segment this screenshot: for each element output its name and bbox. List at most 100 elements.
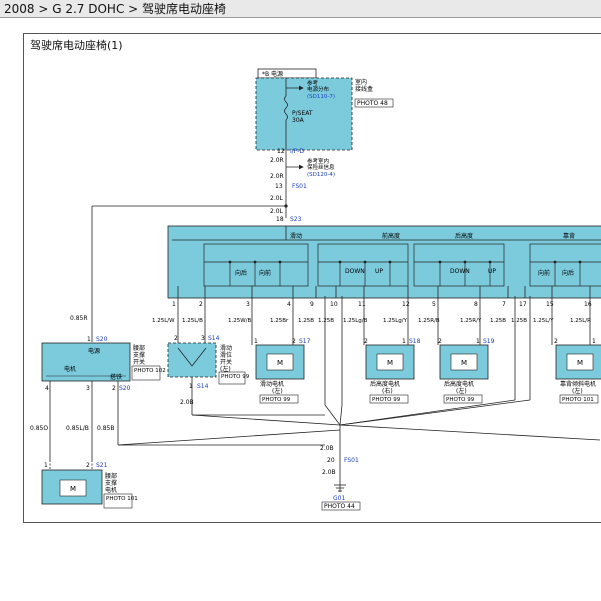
photo-48-box — [354, 98, 394, 108]
label-down-1: DOWN — [345, 268, 365, 275]
module-wire-label: 1.25L/W — [152, 318, 175, 324]
junction-box-label-1: 室内 — [355, 78, 367, 86]
pin-20: 20 — [327, 457, 335, 464]
lumbar-ground-label: 搭铁 — [110, 373, 122, 381]
motor-m-icon: M — [577, 359, 583, 367]
fuse-info-ref-2: 保险丝信息 — [307, 163, 335, 171]
module-pin-11: 11 — [358, 301, 366, 308]
ground-g01[interactable]: G01 — [333, 495, 345, 502]
motor-photo: PHOTO 99 — [262, 397, 291, 403]
motor-label: 后高度电机 — [444, 380, 474, 388]
wire-0-85o: 0.85O — [30, 425, 48, 432]
module-pin-4: 4 — [287, 301, 291, 308]
label-backward-1: 向后 — [235, 269, 247, 277]
connector-ipd[interactable]: I/P-D — [290, 148, 304, 155]
pin-13: 13 — [275, 183, 283, 190]
fuse-ref-link[interactable]: (SD110-7) — [307, 94, 335, 100]
motor-label: 滑动电机 — [260, 380, 284, 388]
motor-pin-b: 1 — [476, 338, 480, 345]
motor-label: 靠背倾斜电机 — [560, 380, 596, 388]
lumbar-pin-3: 3 — [86, 385, 90, 392]
lumbar-motor-label-3: 电机 — [105, 486, 117, 494]
lumbar-label-1: 腰部 — [133, 344, 145, 352]
module-wire-label: 1.25R/B — [418, 318, 440, 324]
connector-s23[interactable]: S23 — [290, 216, 302, 223]
module-wire-label: 1.25L/Y — [533, 318, 554, 324]
connector-s19[interactable]: S19 — [483, 338, 495, 345]
motor-side: (左) — [272, 387, 283, 395]
lumbar-motor-pin-1: 1 — [44, 462, 48, 469]
module-pin-15: 15 — [546, 301, 554, 308]
lumbar-motor-pin-2: 2 — [86, 462, 90, 469]
fuse-ref-line-1: 参考 — [307, 79, 319, 87]
module-pin-8: 8 — [474, 301, 478, 308]
fuse-info-ref-link[interactable]: (SD120-4) — [307, 172, 335, 178]
photo-48-label: PHOTO 48 — [357, 100, 388, 107]
connector-s14-bottom[interactable]: S14 — [197, 383, 209, 390]
fuse-symbol — [284, 95, 288, 121]
connector-s20-bottom[interactable]: S20 — [119, 385, 131, 392]
wire-2-0r-2: 2.0R — [270, 173, 284, 180]
photo-44-label: PHOTO 44 — [324, 503, 355, 510]
connector-fs01-top[interactable]: FS01 — [292, 183, 307, 190]
connector-s21[interactable]: S21 — [96, 462, 108, 469]
photo-99-slide-switch: PHOTO 99 — [221, 374, 250, 380]
lumbar-pin-2: 2 — [112, 385, 116, 392]
motor-pin-b: 2 — [292, 338, 296, 345]
wire-2-0r-1: 2.0R — [270, 157, 284, 164]
module-pin-2: 2 — [199, 301, 203, 308]
module-pin-17: 17 — [519, 301, 527, 308]
module-wire-label: 1.25B — [318, 318, 334, 324]
module-wire-label: 1.25Br — [270, 318, 289, 324]
motor-pin-a: 1 — [254, 338, 258, 345]
slide-switch-pin-2: 2 — [174, 335, 178, 342]
module-output-wires: 11.25L/W21.25L/B31.25W/B41.25Br91.25B101… — [152, 286, 592, 345]
motor-photo: PHOTO 101 — [562, 397, 594, 403]
slide-switch-pin-3: 3 — [201, 335, 205, 342]
motor-pin-a: 2 — [438, 338, 442, 345]
wire-0-85r: 0.85R — [70, 315, 88, 322]
connector-s18[interactable]: S18 — [409, 338, 421, 345]
motor-pin-b: 1 — [402, 338, 406, 345]
slide-switch-label-4: (左) — [220, 365, 231, 373]
label-forward-2: 向前 — [538, 269, 550, 277]
lumbar-motor-m: M — [70, 485, 76, 493]
lumbar-motor-label-1: 腰部 — [105, 472, 117, 480]
slide-switch-label-1: 滑动 — [220, 344, 232, 352]
connector-s14-top[interactable]: S14 — [208, 335, 220, 342]
junction-box — [255, 77, 353, 151]
connector-s17[interactable]: S17 — [299, 338, 311, 345]
module-pin-16: 16 — [584, 301, 592, 308]
lumbar-label-2: 支撑 — [133, 351, 145, 359]
module-pin-7: 7 — [502, 301, 506, 308]
slide-position-switch — [167, 342, 217, 378]
connector-fs01-bottom[interactable]: FS01 — [344, 457, 359, 464]
module-pin-10: 10 — [330, 301, 338, 308]
lumbar-support-switch — [41, 342, 131, 382]
module-pin-3: 3 — [246, 301, 250, 308]
module-wire-label: 1.25B — [490, 318, 506, 324]
motor-photo: PHOTO 99 — [446, 397, 475, 403]
fuse-ref-line-2: 电源分布 — [307, 85, 330, 93]
module-pin-12: 12 — [402, 301, 410, 308]
module-pin-9: 9 — [310, 301, 314, 308]
module-wire-label: 1.25W/B — [228, 318, 252, 324]
module-wire-label: 1.25Lg/Y — [383, 318, 408, 324]
slide-switch-label-3: 开关 — [220, 358, 232, 366]
power-source-label: *B 电源 — [262, 70, 283, 78]
module-pin-5: 5 — [432, 301, 436, 308]
wire-2-0b-slide: 2.0B — [180, 399, 194, 406]
lumbar-motor-label-2: 支撑 — [105, 479, 117, 487]
module-pin-1: 1 — [172, 301, 176, 308]
junction-box-label-2: 接线盒 — [355, 85, 373, 93]
label-forward-1: 向前 — [259, 269, 271, 277]
label-down-2: DOWN — [450, 268, 470, 275]
motor-pin-a: 2 — [364, 338, 368, 345]
wire-2-0b-ground-2: 2.0B — [322, 469, 336, 476]
motor-side: (左) — [572, 387, 583, 395]
connector-s20-top[interactable]: S20 — [96, 336, 108, 343]
